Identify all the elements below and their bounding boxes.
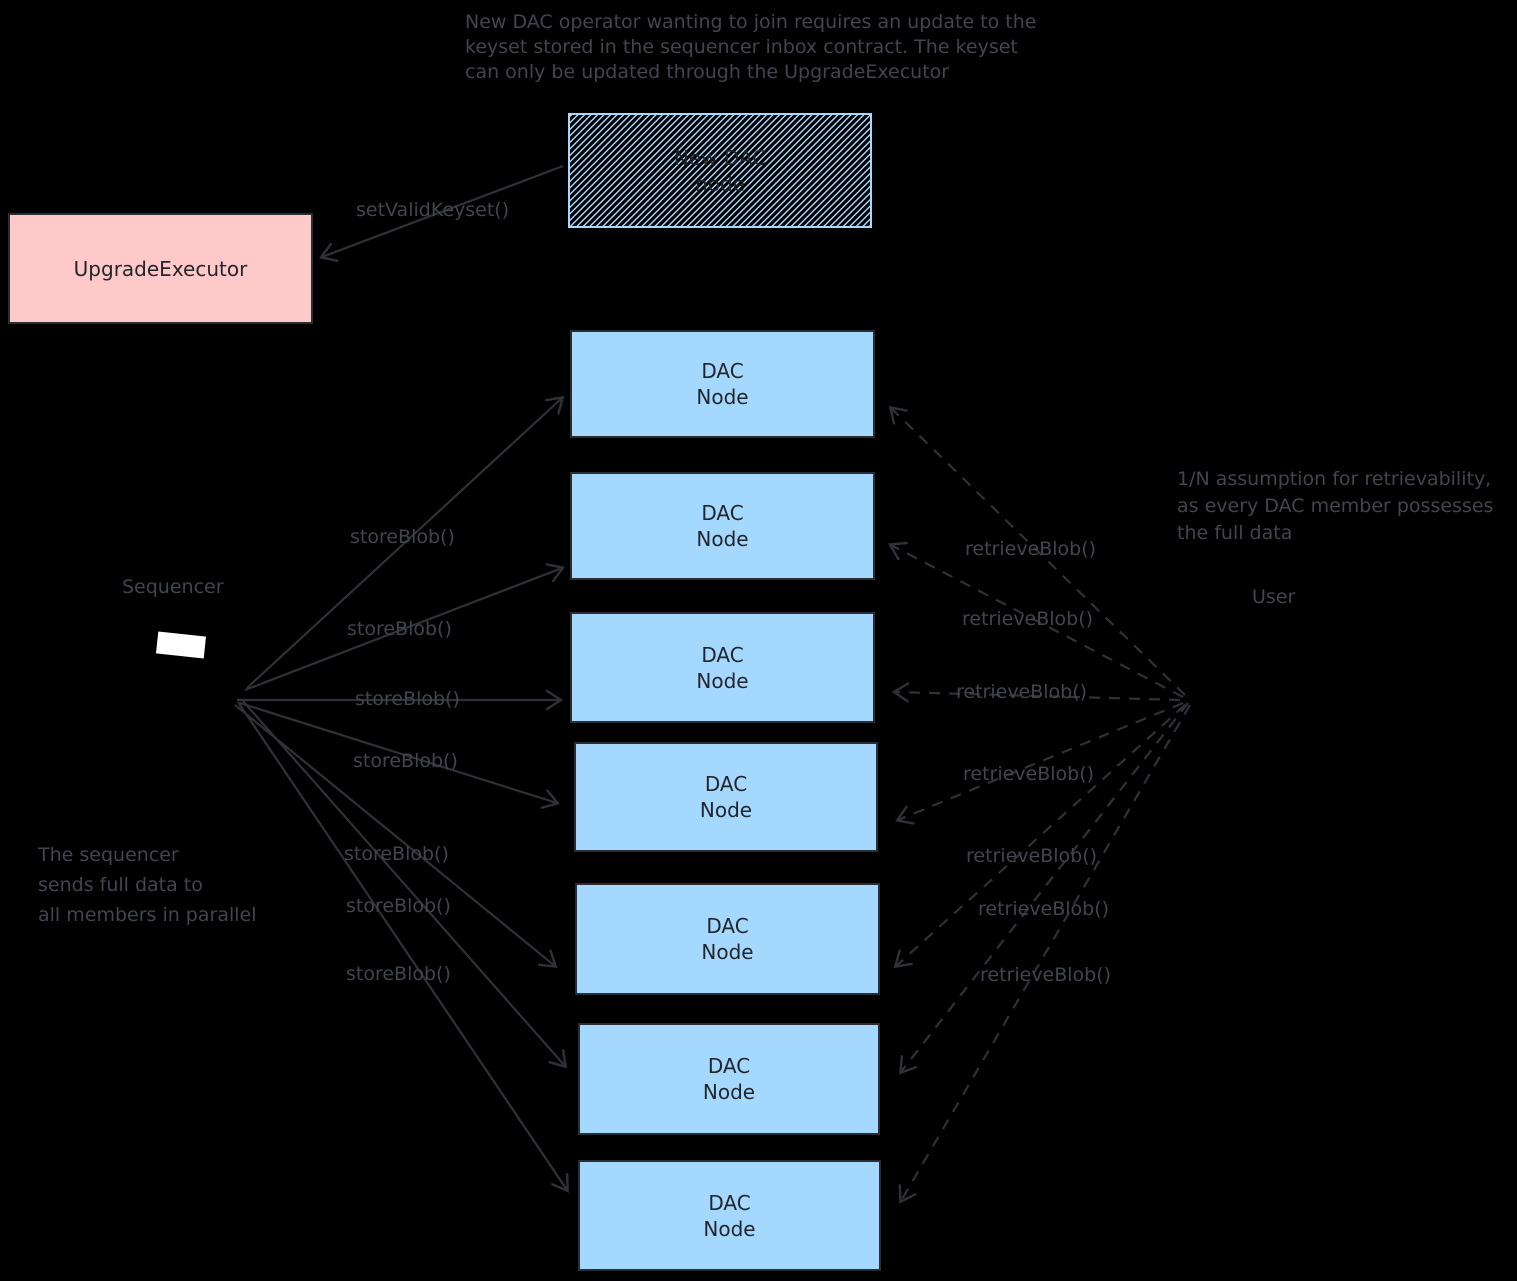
retrieve-blob-label-4: retrieveBlob()	[963, 763, 1095, 785]
retrieve-blob-arrow-2	[888, 541, 1184, 698]
dac-node-box-5: DAC Node	[575, 883, 880, 995]
dac-node-box-2: DAC Node	[570, 472, 875, 580]
retrieve-blob-label-6: retrieveBlob()	[978, 898, 1110, 920]
retrieve-blob-label-2: retrieveBlob()	[962, 608, 1094, 630]
dac-node-box-1: DAC Node	[570, 330, 875, 438]
store-blob-arrow-1	[246, 395, 565, 689]
user-label: User	[1252, 586, 1296, 608]
store-blob-label-2: storeBlob()	[347, 618, 452, 640]
new-dac-node-box: New DAC node	[568, 113, 872, 228]
dac-node-label: DAC Node	[696, 501, 749, 551]
top-note: New DAC operator wanting to join require…	[465, 11, 1037, 83]
set-valid-keyset-label: setValidKeyset()	[356, 199, 510, 221]
dac-node-label: DAC Node	[696, 359, 749, 409]
dac-node-label: DAC Node	[699, 772, 753, 822]
retrieve-blob-arrow-3	[891, 682, 1181, 703]
dac-node-box-6: DAC Node	[578, 1023, 880, 1135]
store-blob-arrow-7	[237, 701, 569, 1193]
store-blob-arrow-5	[234, 704, 558, 969]
retrieve-blob-label-7: retrieveBlob()	[980, 964, 1112, 986]
store-blob-arrow-6	[241, 699, 568, 1069]
store-blob-arrow-4	[239, 701, 561, 809]
dac-node-label: DAC Node	[702, 1054, 756, 1104]
retrieve-blob-arrow-5	[893, 704, 1186, 969]
dac-node-box-3: DAC Node	[570, 612, 875, 723]
retrieve-blob-label-3: retrieveBlob()	[956, 681, 1088, 703]
retrieve-blob-arrow-4	[895, 701, 1184, 825]
retrieve-blob-label-1: retrieveBlob()	[965, 538, 1097, 560]
store-blob-label-5: storeBlob()	[344, 843, 449, 865]
retrieve-blob-arrow-7	[898, 704, 1191, 1204]
upgrade-executor-box: UpgradeExecutor	[8, 213, 313, 324]
dac-node-label: DAC Node	[701, 914, 754, 964]
dac-node-label: DAC Node	[696, 642, 749, 693]
sequencer-note: The sequencer sends full data to all mem…	[38, 844, 257, 926]
retrievability-note: 1/N assumption for retrievability, as ev…	[1177, 468, 1494, 544]
retrieve-blob-arrow-1	[888, 405, 1186, 696]
store-blob-label-1: storeBlob()	[350, 526, 455, 548]
store-blob-arrow-2	[244, 563, 566, 692]
store-blob-label-4: storeBlob()	[353, 750, 458, 772]
new-dac-node-label: New DAC node	[673, 145, 767, 196]
store-blob-label-6: storeBlob()	[346, 895, 451, 917]
retrieve-blob-arrow-6	[899, 702, 1189, 1075]
upgrade-executor-label: UpgradeExecutor	[73, 256, 248, 281]
set-valid-keyset-arrow	[318, 164, 564, 263]
sequencer-label: Sequencer	[122, 576, 224, 598]
dac-node-label: DAC Node	[703, 1190, 756, 1241]
store-blob-label-3: storeBlob()	[355, 688, 460, 710]
store-blob-label-7: storeBlob()	[346, 963, 451, 985]
dac-node-box-4: DAC Node	[574, 742, 878, 852]
dac-node-box-7: DAC Node	[578, 1160, 881, 1271]
retrieve-blob-label-5: retrieveBlob()	[966, 845, 1098, 867]
